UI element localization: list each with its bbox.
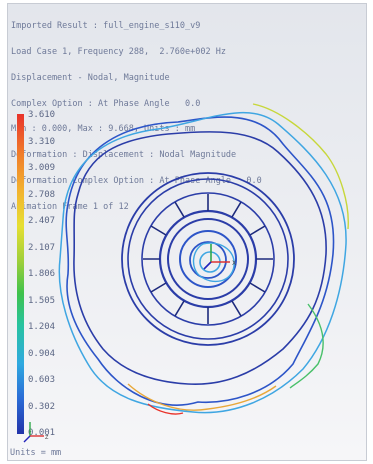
- ring-3: [141, 192, 275, 326]
- triad-x-label: X: [232, 260, 236, 267]
- outer-deformed-ring-5: [127, 383, 277, 411]
- header-line-6: Deformation : Displacement : Nodal Magni…: [11, 150, 237, 161]
- center-triad-icon: X: [203, 244, 236, 270]
- units-label: Units = mm: [10, 448, 62, 458]
- legend-value: 0.001: [28, 428, 56, 438]
- inner-deformed-loop: [192, 242, 235, 283]
- mode-shape-plot[interactable]: X Z: [8, 4, 367, 461]
- legend-value: 0.904: [28, 349, 56, 359]
- legend-value: 1.806: [28, 269, 56, 279]
- triad-z-axis: [203, 261, 212, 270]
- legend-value: 2.407: [28, 216, 56, 226]
- spoke: [231, 201, 242, 218]
- spokes: [143, 194, 273, 324]
- ring-6: [179, 230, 237, 288]
- header-line-3: Displacement - Nodal, Magnitude: [11, 72, 170, 83]
- spoke: [174, 300, 185, 317]
- spoke: [249, 282, 266, 293]
- spoke: [249, 225, 266, 236]
- outer-deformed-ring-1: [65, 116, 335, 406]
- legend-value: 3.009: [28, 163, 56, 173]
- legend-value: 3.310: [28, 137, 56, 147]
- header-line-4: Complex Option : At Phase Angle 0.0: [11, 98, 201, 109]
- legend-value: 2.107: [28, 243, 56, 253]
- outer-deformed-ring-6: [147, 403, 184, 415]
- ring-7: [189, 241, 227, 279]
- outer-deformed-ring-7: [289, 303, 324, 389]
- spoke: [150, 282, 167, 293]
- result-header: Imported Result : full_engine_s110_v9 Lo…: [11, 5, 262, 228]
- legend-value: 1.505: [28, 296, 56, 306]
- spoke: [231, 300, 242, 317]
- legend-value: 3.610: [28, 110, 56, 120]
- corner-z-label: Z: [45, 435, 49, 441]
- legend-value: 0.603: [28, 375, 56, 385]
- ring-5: [167, 218, 249, 300]
- legend-value: 0.302: [28, 402, 56, 412]
- ring-1: [121, 172, 295, 346]
- legend-value: 1.204: [28, 322, 56, 332]
- outer-deformed-ring-4: [252, 103, 349, 230]
- legend-value: 2.708: [28, 190, 56, 200]
- ring-2: [127, 178, 289, 340]
- color-legend-bar: [17, 114, 24, 434]
- spoke: [174, 201, 185, 218]
- result-viewport[interactable]: Imported Result : full_engine_s110_v9 Lo…: [7, 3, 367, 461]
- header-line-2: Load Case 1, Frequency 288, 2.760e+002 H…: [11, 46, 226, 57]
- corner-axis-triad-icon: Z: [23, 422, 49, 443]
- corner-z-axis: [23, 435, 31, 443]
- spoke: [150, 225, 167, 236]
- outer-deformed-ring-3: [73, 131, 327, 385]
- ring-4: [158, 209, 258, 309]
- outer-deformed-ring-2: [58, 111, 347, 414]
- header-line-1: Imported Result : full_engine_s110_v9: [11, 21, 201, 32]
